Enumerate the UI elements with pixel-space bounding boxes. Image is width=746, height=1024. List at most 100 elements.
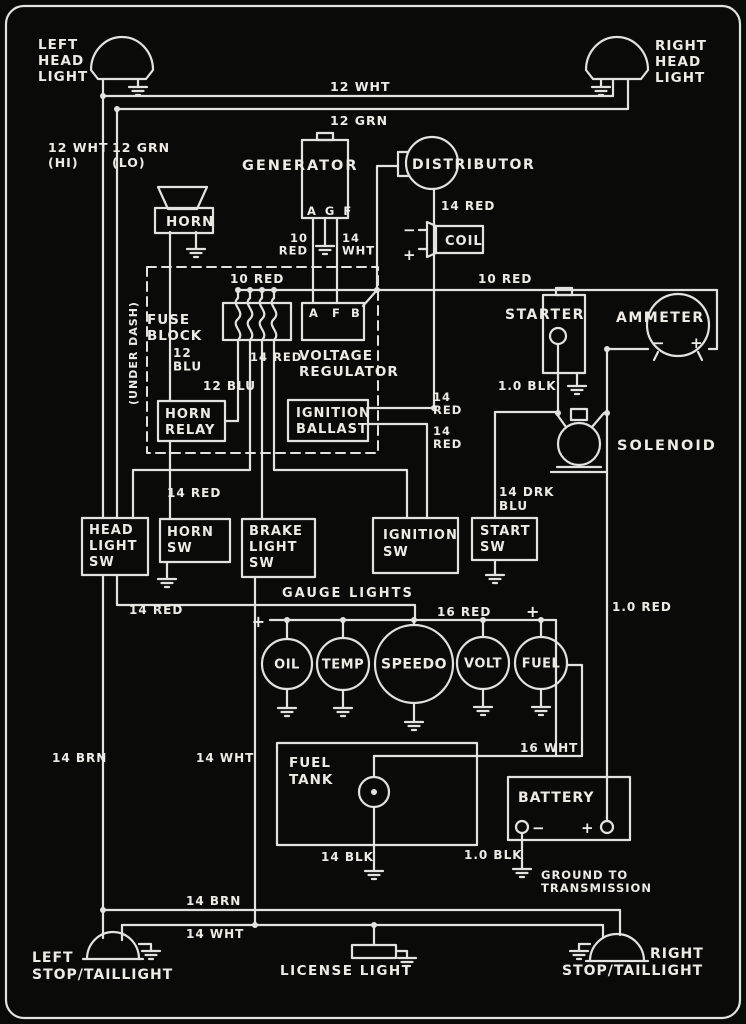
ground-generator — [314, 237, 336, 256]
label-14wht-mid-line: 14 WHT — [196, 751, 254, 765]
right-headlight-label-line: RIGHT — [655, 38, 707, 54]
label-14drkblu-line: BLU — [499, 499, 528, 513]
right-headlight-label-line: HEAD — [655, 54, 701, 70]
label-10blk-starter: 1.0 BLK — [498, 379, 557, 393]
junction-dot — [259, 287, 265, 293]
label-14blk-line: 14 BLK — [321, 850, 374, 864]
junction-dot — [480, 617, 486, 623]
label-14red-distributor-line: 14 RED — [441, 199, 495, 213]
label-14red-gauges: 14 RED — [129, 603, 183, 617]
horn-switch-box-label-line: SW — [167, 541, 193, 556]
battery-neg-terminal — [514, 819, 530, 835]
speedo-gauge — [373, 623, 455, 705]
wire-fuse1-hornrelay — [223, 340, 240, 423]
fuse-block-label-line: FUSE — [147, 312, 190, 328]
label-14red-hornrelay-line: 14 RED — [167, 486, 221, 500]
label-14red-hornrelay: 14 RED — [167, 486, 221, 500]
generator-label-line: GENERATOR — [242, 158, 359, 174]
label-14wht-generator-line: WHT — [342, 244, 375, 258]
label-14brn-mid: 14 BRN — [52, 751, 107, 765]
brake-switch-box-label-line: LIGHT — [249, 540, 298, 555]
volt-gauge-label: VOLT — [464, 657, 502, 672]
license-light-label-line: LICENSE LIGHT — [280, 963, 412, 979]
battery-box-label-line: BATTERY — [518, 790, 595, 806]
photo-frame — [4, 4, 742, 1020]
label-14drkblu-line: 14 DRK — [499, 485, 554, 499]
junction-dot — [604, 346, 610, 352]
ammeter-plus-line: + — [690, 334, 704, 352]
generator-terminals-line: A G F — [307, 204, 354, 218]
junction-dot — [340, 617, 346, 623]
right-taillight-label-2: STOP/TAILLIGHT — [562, 963, 703, 979]
battery-plus-sign: + — [581, 819, 595, 837]
right-headlight-icon — [584, 35, 650, 81]
oil-gauge-label-line: OIL — [274, 658, 300, 673]
label-1-0-red: 1.0 RED — [612, 600, 672, 614]
right-taillight-icon — [588, 932, 646, 963]
horn-box — [153, 206, 215, 235]
label-14red-ballast-2-line: RED — [433, 437, 462, 451]
volt-gauge — [455, 635, 511, 691]
coil-plus-sign-line: + — [403, 246, 417, 264]
temp-gauge-label: TEMP — [322, 658, 364, 673]
ground-battery — [511, 860, 533, 879]
fuel-sender-dot — [371, 789, 377, 795]
fuel-gauge — [513, 635, 569, 691]
coil-minus-sign: − — [403, 221, 417, 239]
voltage-regulator-box — [300, 301, 366, 342]
label-14red-fuse: 14 RED — [250, 350, 302, 364]
wire-12wht-bus — [101, 77, 615, 98]
gauge-lights-label: GAUGE LIGHTS — [282, 586, 414, 601]
wire-startsw-solenoid — [493, 410, 560, 520]
distributor-body — [404, 135, 460, 191]
junction-dot — [371, 922, 377, 928]
right-taillight-label-1: RIGHT — [650, 946, 704, 962]
junction-dot — [555, 410, 561, 416]
vr-terminal-b: B — [351, 306, 361, 320]
label-14wht-bottom-line: 14 WHT — [186, 927, 244, 941]
vr-terminal-a-line: A — [309, 306, 319, 320]
label-14wht-generator-line: 14 — [342, 231, 360, 245]
label-10red-left: 10 RED — [230, 272, 284, 286]
junction-dot — [247, 287, 253, 293]
ground-horn — [185, 240, 207, 259]
fuse-2 — [246, 296, 254, 344]
label-14brn-bottom-line: 14 BRN — [186, 894, 241, 908]
distributor-label-line: DISTRIBUTOR — [412, 157, 535, 173]
ignition-switch-box-label-line: IGNITION — [383, 528, 458, 543]
fuel-tank-box-label-line: FUEL — [289, 755, 331, 771]
label-14red-distributor: 14 RED — [441, 199, 495, 213]
left-headlight-label-line: LEFT — [38, 37, 78, 53]
ignition-ballast-box-label-line: IGNITION — [296, 406, 371, 421]
label-14brn-bottom: 14 BRN — [186, 894, 241, 908]
fuse-1 — [234, 296, 242, 344]
ammeter-minus: − — [652, 334, 666, 352]
label-16red-line: 16 RED — [437, 605, 491, 619]
gauge-plus-right-line: + — [526, 602, 540, 621]
generator-box — [300, 138, 350, 220]
temp-gauge-label-line: TEMP — [322, 658, 364, 673]
ground-left-headlight — [127, 78, 149, 97]
voltage-regulator-label-line: VOLTAGE — [299, 348, 373, 364]
under-dash-label-line: (UNDER DASH) — [127, 301, 140, 405]
gauge-plus-right: + — [526, 602, 540, 621]
fuel-sender — [357, 775, 391, 809]
junction-dot — [271, 287, 277, 293]
ignition-ballast-box — [286, 398, 370, 443]
horn-relay-box-label-line: HORN — [165, 407, 212, 422]
label-12wht-hi-line: (HI) — [48, 155, 79, 170]
ammeter-plus: + — [690, 334, 704, 352]
right-taillight-label-1-line: RIGHT — [650, 946, 704, 962]
battery-box-label: BATTERY — [518, 790, 595, 806]
